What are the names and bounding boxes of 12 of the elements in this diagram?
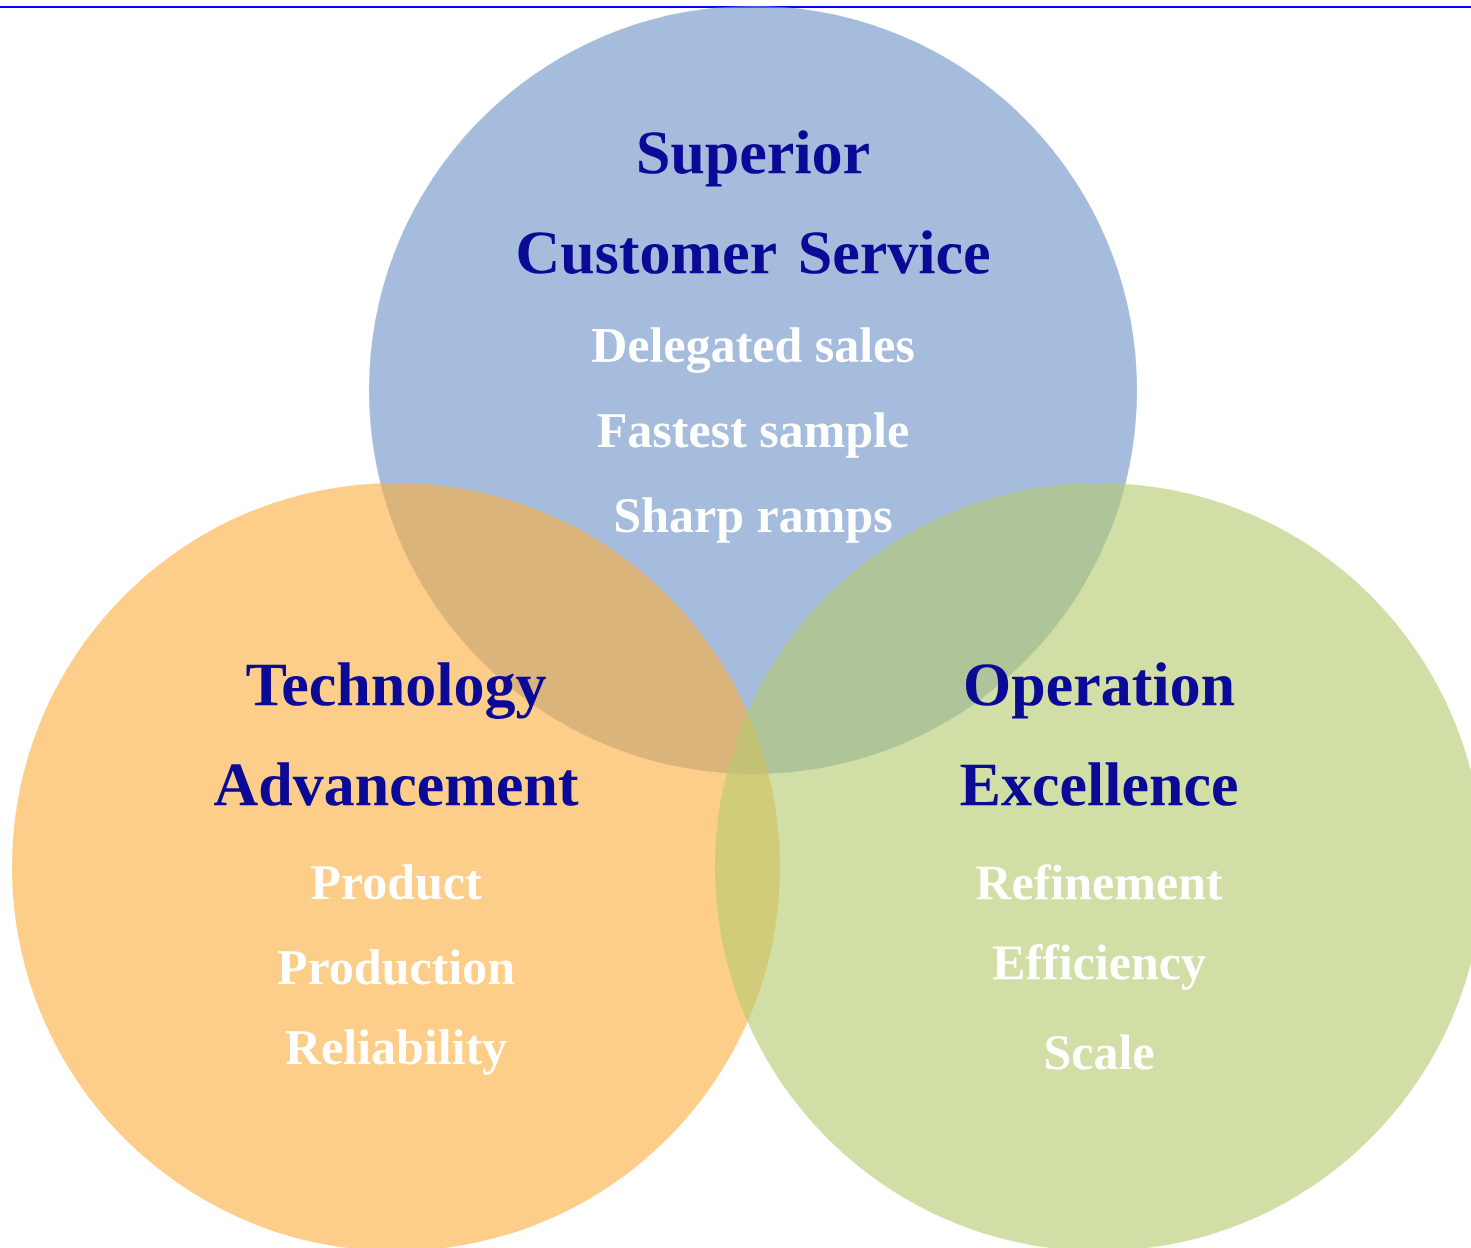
circle-item: Efficiency [992, 944, 1206, 990]
circle-heading: Technology Advancement [214, 662, 579, 806]
circle-item: Sharp ramps [616, 497, 892, 543]
circle-item: Fastest sample [597, 412, 908, 458]
circle-heading: Operation Excellence [960, 662, 1237, 806]
circle-item: Production [277, 949, 515, 985]
circle-item: Product [311, 864, 482, 900]
circle-item: Reliability [285, 1029, 507, 1075]
circle-item: Scale [1046, 1034, 1154, 1070]
circle-heading: Superior Customer Service [518, 130, 989, 274]
circle-item: Refinement [976, 864, 1223, 900]
circle-item: Delegated sales [592, 327, 914, 373]
